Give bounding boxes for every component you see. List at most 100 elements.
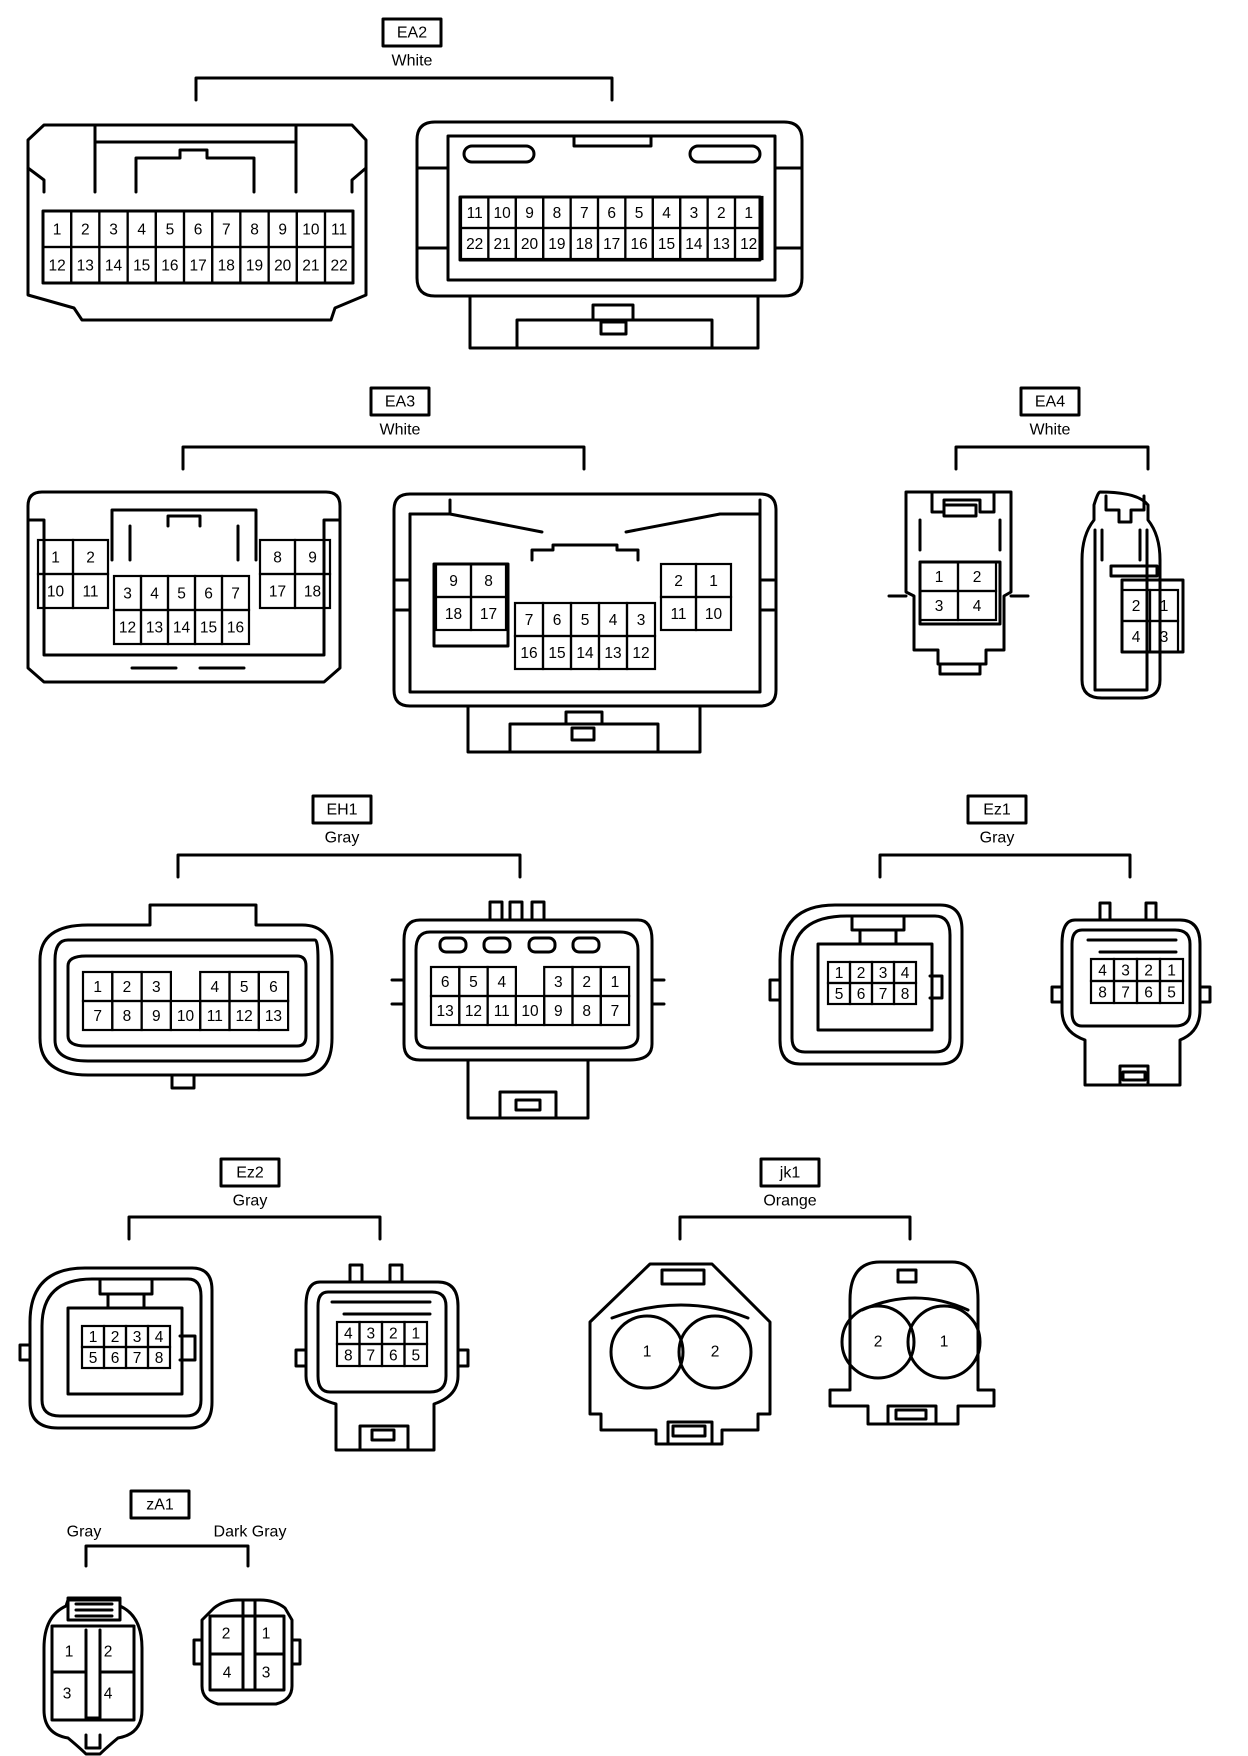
pin-number: 7 [93,1008,102,1025]
slot [482,936,512,954]
pin-number: 13 [604,645,621,662]
lock-tab [599,320,628,336]
pin-number: 10 [493,205,511,222]
connector-outline [84,1733,102,1750]
connector-outline [1060,918,1202,1087]
pin-number: 1 [53,222,62,239]
connector-outline [768,978,782,1002]
connector-outline [904,490,1013,666]
ea2-code-label: EA2 [397,25,427,42]
pin-number: 7 [525,612,534,629]
connector-outline [666,1420,714,1446]
connector-outline [886,1404,938,1426]
pin-number: 12 [632,645,649,662]
connector-bracket [194,76,614,102]
connector-outline [110,508,258,562]
pin-cell [599,994,631,1027]
connector-outline [790,914,952,1054]
connector-outline [18,1343,32,1362]
jk1-color-label: Orange [763,1193,816,1210]
pin-number: 6 [269,979,278,996]
connector-outline [192,1638,302,1666]
connector-bracket [181,445,586,471]
connector-outline [53,938,320,1063]
pin-number: 4 [104,1686,113,1703]
latch [896,1268,918,1284]
pin-number: 7 [366,1348,375,1365]
pin-number: 11 [82,584,98,601]
connector-outline [304,1280,460,1452]
latch [938,662,982,676]
pin-number: 4 [223,1665,232,1682]
pin-number: 7 [222,222,231,239]
pin-number: 8 [901,986,910,1003]
za1-color-label-left: Gray [67,1524,102,1541]
pin-number: 4 [973,598,982,615]
connector-bracket [878,853,1132,879]
pin-number: 2 [973,569,982,586]
connector-outline [530,543,640,562]
pin-number: 20 [274,258,292,275]
connector-bracket [127,1215,382,1241]
pin-number: 19 [246,258,263,275]
lock-tab [671,1424,707,1438]
pin-number: 11 [467,205,483,222]
pin-number: 13 [713,236,730,253]
connector-outline [564,710,604,726]
side-tab [178,1334,197,1362]
pin-cell [403,1342,429,1368]
connector-outline [74,1602,114,1618]
pin-number: 7 [1121,985,1130,1002]
connector-outline [778,903,964,1066]
connector-outline [408,498,762,516]
lock-tab [514,1098,542,1112]
pin-number: 3 [637,612,646,629]
pin-number: 5 [89,1350,98,1367]
pin-number: 3 [935,598,944,615]
connector-outline [358,1424,410,1452]
pin-number: 3 [109,222,118,239]
jk1-code-box [759,1157,821,1188]
connector-outline [134,148,256,194]
pin-cell [469,595,508,632]
pin-number: 21 [302,258,319,275]
pin-number: 5 [469,974,478,991]
pin-number: 3 [366,1326,375,1343]
connector-outline [515,318,714,350]
connector-outline [508,722,660,754]
slot [527,936,557,954]
pin-cell [146,1345,172,1370]
pin-number: 17 [480,606,497,623]
pin-number: 2 [1144,963,1153,980]
pin-number: 9 [525,205,534,222]
pin-number: 2 [81,222,90,239]
pin-number: 11 [331,222,347,239]
pin-number: 10 [302,222,320,239]
connector-outline [1093,528,1149,692]
connector-outline [850,914,906,946]
connector-outline [98,1277,154,1310]
latch [660,1268,706,1286]
side-rib [415,166,804,250]
pin-cell [257,999,290,1032]
connector-outline [42,528,326,657]
latch [942,503,978,518]
pin-number: 18 [218,258,235,275]
pin-number: 8 [250,222,259,239]
eh1-code-box [311,794,373,825]
pin-number: 1 [89,1329,98,1346]
pin-number: 1 [611,974,620,991]
pin-number: 5 [835,986,844,1003]
pin-number: 17 [603,236,620,253]
connector-outlines [18,17,1212,1756]
pin-number: 8 [1098,985,1107,1002]
ez1-color-label: Gray [980,830,1015,847]
pin-cell [892,981,918,1006]
pin-number: 12 [236,1008,253,1025]
pin-number: 7 [879,986,888,1003]
pin-number: 15 [658,236,675,253]
connector-outline [448,512,722,534]
pin-number: 6 [111,1350,120,1367]
pin-number: 17 [269,584,286,601]
ez2-code-box [219,1157,281,1188]
